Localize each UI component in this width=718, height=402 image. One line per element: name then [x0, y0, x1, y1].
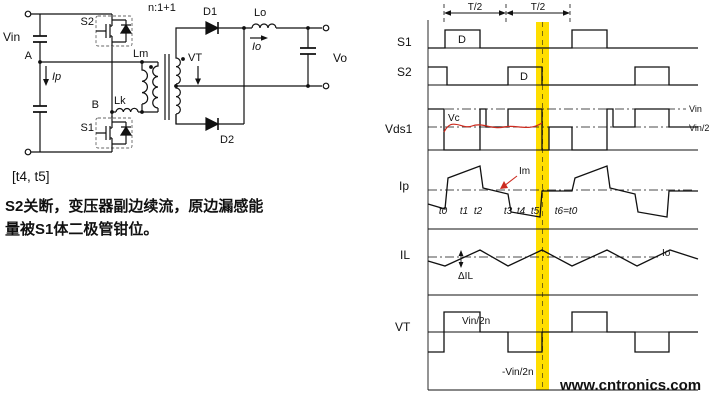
- transformer-primary-winding: [152, 62, 159, 112]
- time-label-t6: t6=t0: [555, 206, 578, 217]
- s1-body-diode-icon: [119, 125, 133, 136]
- s1-waveform-trace: [428, 29, 698, 49]
- t-half-label-1: T/2: [468, 2, 483, 13]
- time-label-t4: t4: [517, 206, 526, 217]
- io-label: Io: [252, 41, 261, 53]
- waveform-baselines: [427, 20, 698, 391]
- mosfet-s2: [95, 14, 133, 47]
- waveform-vds1-label: Vds1: [385, 122, 413, 136]
- vds1-waveform-trace: [428, 108, 698, 151]
- waveform-s1-label: S1: [397, 35, 412, 49]
- input-terminal-bottom: [24, 148, 32, 156]
- t-half-label-2: T/2: [531, 2, 546, 13]
- red-annotations: Vc Im: [443, 113, 543, 189]
- circuit-labels: Vin A Ip S2 S1 B Lm Lk n:1+1 VT D1 D2 Lo…: [3, 2, 347, 146]
- input-stubs: [30, 13, 40, 153]
- output-terminal-bottom: [322, 82, 330, 90]
- vin-ref-label: Vin: [689, 104, 702, 114]
- time-label-t5: t5: [531, 206, 540, 217]
- secondary-polarity-dot: [181, 57, 185, 61]
- vin-half-ref-label: Vin/2: [689, 123, 709, 133]
- lo-label: Lo: [254, 7, 266, 19]
- lm-inductor-icon: [141, 62, 149, 112]
- waveform-il-label: IL: [400, 248, 410, 262]
- vt-positive-label: Vin/2n: [462, 316, 490, 327]
- time-axis-labels: t0 t1 t2 t3 t4 t5 t6=t0: [439, 206, 578, 217]
- waveform-s2-label: S2: [397, 65, 412, 79]
- input-terminal-top: [24, 10, 32, 18]
- d2-label: D2: [220, 134, 234, 146]
- s2-waveform-trace: [428, 66, 698, 86]
- lo-inductor-icon: [251, 23, 277, 29]
- node-a-label: A: [25, 50, 33, 62]
- output-cap-icon: [300, 47, 316, 55]
- primary-polarity-dot: [149, 65, 153, 69]
- duty-label-s2: D: [520, 71, 528, 83]
- lk-label: Lk: [114, 95, 126, 107]
- lk-inductor-icon: [115, 107, 139, 113]
- transformer-secondary-winding: [175, 54, 181, 124]
- vt-negative-label: -Vin/2n: [502, 367, 534, 378]
- circuit-schematic: [24, 10, 330, 156]
- lm-label: Lm: [133, 48, 148, 60]
- s1-label: S1: [81, 122, 94, 134]
- turns-ratio-label: n:1+1: [148, 2, 176, 14]
- io-ref-label: Io: [662, 248, 671, 259]
- waveform-vt-label: VT: [395, 320, 411, 334]
- mosfet-s1: [95, 116, 133, 152]
- delta-il-marker: ΔIL: [458, 250, 473, 282]
- waveform-panel: T/2 T/2 Vc Im ΔIL S1: [385, 2, 709, 391]
- secondary-bottom-wire: [175, 28, 245, 125]
- description-line-1: S2关断，变压器副边续流，原边漏感能: [5, 197, 263, 215]
- im-label: Im: [519, 166, 530, 177]
- vt-arrow-icon: [195, 66, 201, 85]
- im-arrow-icon: [503, 175, 518, 187]
- vc-label: Vc: [448, 113, 460, 124]
- io-arrow-icon: [250, 35, 268, 41]
- d1-diode-icon: [205, 21, 220, 35]
- vt-label: VT: [188, 52, 202, 64]
- ip-arrow-icon: [43, 66, 49, 86]
- vin-label: Vin: [3, 30, 20, 44]
- input-rails: [40, 13, 112, 153]
- junction-dots: [38, 26, 310, 114]
- time-label-t1: t1: [460, 206, 468, 217]
- d2-diode-icon: [205, 117, 220, 131]
- vt-waveform-trace: [428, 311, 698, 353]
- time-label-t0: t0: [439, 206, 448, 217]
- reference-lines: [428, 108, 692, 258]
- vc-curve: [443, 122, 543, 133]
- description-line-2: 量被S1体二极管钳位。: [5, 220, 158, 238]
- time-label-t2: t2: [474, 206, 483, 217]
- duty-label-s1: D: [458, 34, 466, 46]
- d1-label: D1: [203, 6, 217, 18]
- il-waveform-trace: [427, 249, 699, 267]
- ip-waveform-trace: [427, 165, 698, 218]
- output-terminal-top: [322, 24, 330, 32]
- ip-label: Ip: [52, 71, 61, 83]
- waveform-ip-label: Ip: [399, 179, 409, 193]
- node-b-label: B: [92, 99, 99, 111]
- waveform-row-labels: S1 S2 Vds1 Ip IL VT: [385, 35, 413, 334]
- transformer-core: [164, 54, 170, 120]
- watermark: www.cntronics.com: [559, 377, 701, 394]
- stage-interval-label: [t4, t5]: [12, 169, 50, 184]
- input-capacitor-divider: [33, 14, 47, 152]
- secondary-top-wire: [175, 27, 322, 54]
- vo-label: Vo: [333, 51, 347, 65]
- s2-body-diode-icon: [119, 23, 133, 34]
- delta-il-label: ΔIL: [458, 271, 473, 282]
- time-label-t3: t3: [504, 206, 513, 217]
- period-markers: T/2 T/2: [443, 2, 571, 22]
- s2-label: S2: [81, 16, 94, 28]
